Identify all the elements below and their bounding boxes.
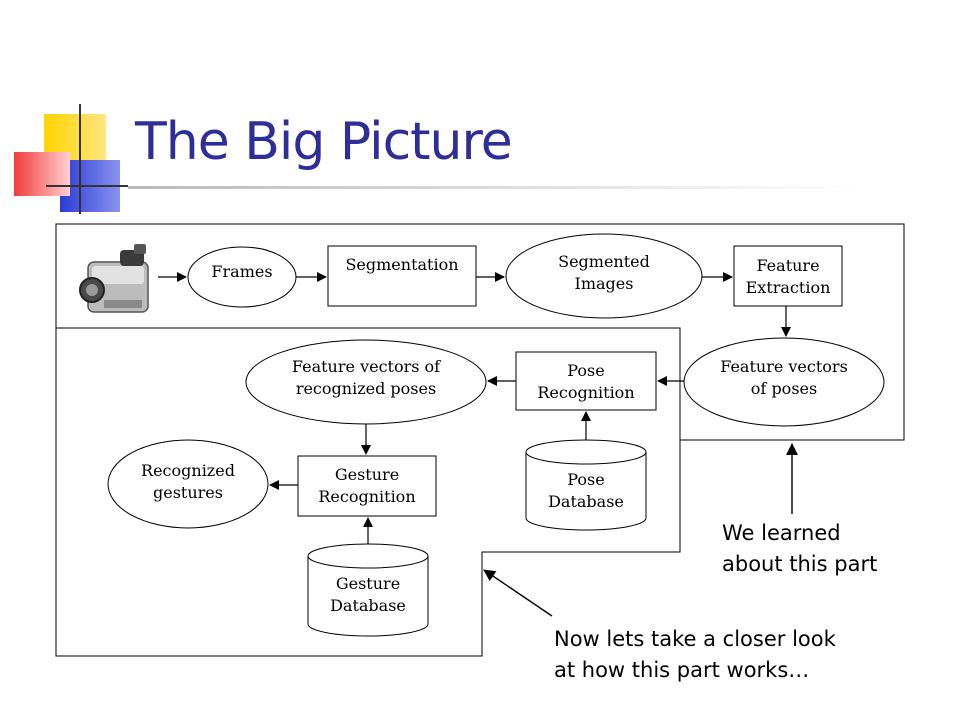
- recognized-gestures-node: Recognized gestures: [107, 439, 269, 529]
- feature-extraction-label-1: Feature: [756, 256, 819, 275]
- segmented-images-label-2: Images: [575, 274, 634, 293]
- learned-annotation: We learned about this part: [722, 518, 877, 580]
- gesture-database-label-1: Gesture: [336, 574, 400, 593]
- gesture-database-node: Gesture Database: [307, 543, 429, 637]
- gesture-recognition-node: Gesture Recognition: [297, 455, 437, 517]
- segmented-images-node: Segmented Images: [505, 233, 703, 319]
- closer-look-annotation-line-1: Now lets take a closer look: [554, 627, 836, 651]
- gesture-recognition-label-2: Recognition: [318, 487, 415, 506]
- pose-database-label-2: Database: [548, 492, 624, 511]
- pose-database-node: Pose Database: [525, 439, 647, 531]
- feature-vectors-recognized-node: Feature vectors of recognized poses: [245, 339, 487, 425]
- learned-region-outline: [55, 223, 905, 441]
- pose-recognition-label-1: Pose: [567, 361, 604, 380]
- focus-region-outline: [55, 327, 681, 657]
- pose-recognition-label-2: Recognition: [537, 383, 634, 402]
- title-underline: [128, 186, 868, 189]
- segmented-images-label-1: Segmented: [558, 252, 650, 271]
- gesture-recognition-label-1: Gesture: [335, 465, 399, 484]
- frames-node: Frames: [187, 246, 297, 308]
- feature-extraction-node: Feature Extraction: [733, 245, 843, 307]
- segmentation-node: Segmentation: [327, 245, 477, 307]
- feature-extraction-label-2: Extraction: [746, 278, 831, 297]
- corner-decoration: [14, 104, 128, 214]
- learned-annotation-line-2: about this part: [722, 552, 878, 576]
- red-square: [14, 152, 70, 196]
- frames-label: Frames: [211, 262, 272, 281]
- slide-title: The Big Picture: [135, 112, 513, 172]
- recognized-gestures-label-1: Recognized: [141, 461, 235, 480]
- pose-recognition-node: Pose Recognition: [515, 351, 657, 411]
- recognized-gestures-label-2: gestures: [153, 483, 223, 502]
- callout-arrow-closer-look: [483, 569, 553, 617]
- feature-vectors-recognized-label-2: recognized poses: [296, 379, 436, 398]
- pose-database-label-1: Pose: [567, 470, 604, 489]
- learned-annotation-line-1: We learned: [722, 521, 841, 545]
- feature-vectors-of-poses-label-1: Feature vectors: [720, 357, 848, 376]
- gesture-database-label-2: Database: [330, 596, 406, 615]
- closer-look-annotation: Now lets take a closer look at how this …: [554, 624, 836, 686]
- closer-look-annotation-line-2: at how this part works…: [554, 658, 810, 682]
- feature-vectors-recognized-label-1: Feature vectors of: [292, 357, 441, 376]
- feature-vectors-of-poses-label-2: of poses: [751, 379, 817, 398]
- video-camera-icon: [79, 244, 149, 313]
- segmentation-label: Segmentation: [345, 255, 458, 274]
- feature-vectors-of-poses-node: Feature vectors of poses: [683, 337, 885, 427]
